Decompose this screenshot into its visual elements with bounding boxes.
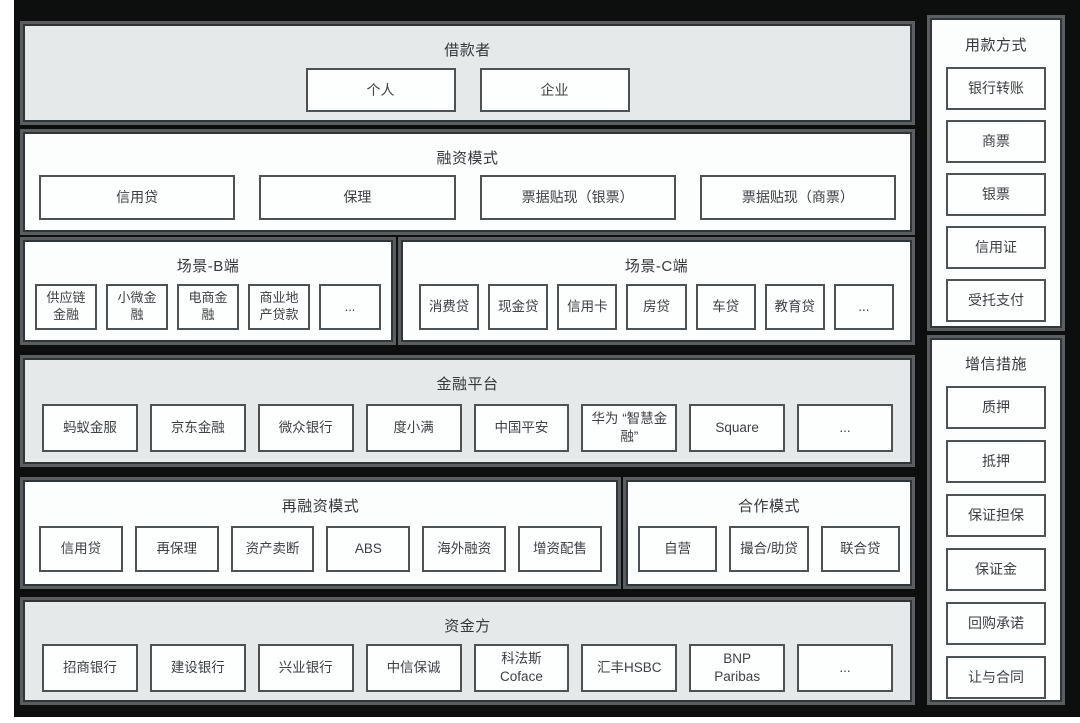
band-funder-title: 资金方 [444,618,491,635]
funder-node: 中信保诚 [365,644,462,692]
refinance-node: 信用贷 [39,526,123,572]
scene-c-node: 信用卡 [557,284,618,330]
scene-b-node: 供应链金融 [35,284,97,330]
band-platform-title: 金融平台 [436,376,499,393]
credit-node: 保证担保 [946,494,1046,537]
panel-scene-c-row: 消费贷 现金贷 信用卡 房贷 车贷 教育贷 ... [403,284,910,330]
payment-node: 商票 [946,120,1046,163]
platform-node-ellipsis: ... [797,404,893,452]
funder-node: 招商银行 [42,644,138,692]
platform-node: 京东金融 [149,404,246,452]
band-borrower-row: 个人 企业 [25,68,910,112]
funder-node: BNP Paribas [689,644,786,692]
refinance-node: 资产卖断 [230,526,315,572]
band-financing-mode: 融资模式 信用贷 保理 票据贴现（银票） 票据贴现（商票） [23,132,912,232]
band-funder-row: 招商银行 建设银行 兴业银行 中信保诚 科法斯 Coface 汇丰HSBC BN… [25,644,910,692]
borrower-node: 个人 [305,68,456,112]
band-financing-title: 融资模式 [436,150,499,167]
scene-b-node: 电商金融 [177,284,239,330]
platform-node: 华为 “智慧金融” [581,404,678,452]
band-borrower: 借款者 个人 企业 [23,24,912,122]
platform-node: 度小满 [365,404,462,452]
band-capital-provider: 资金方 招商银行 建设银行 兴业银行 中信保诚 科法斯 Coface 汇丰HSB… [23,600,912,702]
refinance-node: 增资配售 [518,526,602,572]
payment-node: 信用证 [946,226,1046,269]
refinance-node: ABS [326,526,411,572]
scene-c-node-ellipsis: ... [833,284,894,330]
band-platform-row: 蚂蚁金服 京东金融 微众银行 度小满 中国平安 华为 “智慧金融” Square… [25,404,910,452]
panel-coop-title: 合作模式 [737,498,800,515]
sidebar-payment-title: 用款方式 [964,37,1027,54]
platform-node: 中国平安 [473,404,570,452]
funder-node: 建设银行 [149,644,246,692]
panel-refinance-row: 信用贷 再保理 资产卖断 ABS 海外融资 增资配售 [25,526,616,572]
credit-node: 抵押 [946,440,1046,483]
scene-c-node: 房贷 [626,284,687,330]
financing-node: 保理 [259,175,456,220]
payment-node: 银行转账 [946,67,1046,110]
panel-scene-b-row: 供应链金融 小微金融 电商金融 商业地产贷款 ... [25,284,391,330]
platform-node: 微众银行 [257,404,354,452]
funder-node: 科法斯 Coface [473,644,570,692]
funder-node: 汇丰HSBC [581,644,678,692]
financing-node: 票据贴现（商票） [699,175,896,220]
financing-node: 信用贷 [39,175,236,220]
cooperation-node: 自营 [638,526,718,572]
panel-scene-c-title: 场景-C端 [624,258,689,275]
credit-node: 让与合同 [946,656,1046,699]
refinance-node: 再保理 [134,526,219,572]
cooperation-node: 联合贷 [820,526,900,572]
payment-node: 受托支付 [946,279,1046,322]
band-financing-row: 信用贷 保理 票据贴现（银票） 票据贴现（商票） [25,175,910,220]
platform-node: 蚂蚁金服 [42,404,138,452]
panel-scene-b-side: 场景-B端 供应链金融 小微金融 电商金融 商业地产贷款 ... [23,240,393,342]
cooperation-node: 撮合/助贷 [729,526,809,572]
panel-cooperation-mode: 合作模式 自营 撮合/助贷 联合贷 [626,480,912,586]
refinance-node: 海外融资 [422,526,507,572]
sidebar-credit-enhancement: 增信措施 质押 抵押 保证担保 保证金 回购承诺 让与合同 [930,338,1062,702]
funder-node-ellipsis: ... [797,644,893,692]
scene-b-node: 商业地产贷款 [248,284,310,330]
scene-c-node: 消费贷 [419,284,480,330]
panel-scene-b-title: 场景-B端 [176,258,240,275]
panel-scene-c-side: 场景-C端 消费贷 现金贷 信用卡 房贷 车贷 教育贷 ... [401,240,912,342]
scene-c-node: 教育贷 [764,284,825,330]
sidebar-credit-col: 质押 抵押 保证担保 保证金 回购承诺 让与合同 [932,386,1060,699]
credit-node: 回购承诺 [946,602,1046,645]
borrower-node: 企业 [479,68,630,112]
scene-b-node: 小微金融 [106,284,168,330]
sidebar-payment-method: 用款方式 银行转账 商票 银票 信用证 受托支付 [930,18,1062,328]
financing-node: 票据贴现（银票） [479,175,676,220]
panel-coop-row: 自营 撮合/助贷 联合贷 [628,526,910,572]
sidebar-credit-title: 增信措施 [964,356,1027,373]
funder-node: 兴业银行 [257,644,354,692]
band-borrower-title: 借款者 [444,42,491,59]
panel-refinance-title: 再融资模式 [281,498,360,515]
platform-node: Square [689,404,786,452]
credit-node: 质押 [946,386,1046,429]
band-financial-platform: 金融平台 蚂蚁金服 京东金融 微众银行 度小满 中国平安 华为 “智慧金融” S… [23,358,912,464]
credit-node: 保证金 [946,548,1046,591]
sidebar-payment-col: 银行转账 商票 银票 信用证 受托支付 [932,67,1060,322]
scene-c-node: 现金贷 [488,284,549,330]
panel-refinancing-mode: 再融资模式 信用贷 再保理 资产卖断 ABS 海外融资 增资配售 [23,480,618,586]
payment-node: 银票 [946,173,1046,216]
scene-b-node-ellipsis: ... [319,284,381,330]
scene-c-node: 车贷 [695,284,756,330]
